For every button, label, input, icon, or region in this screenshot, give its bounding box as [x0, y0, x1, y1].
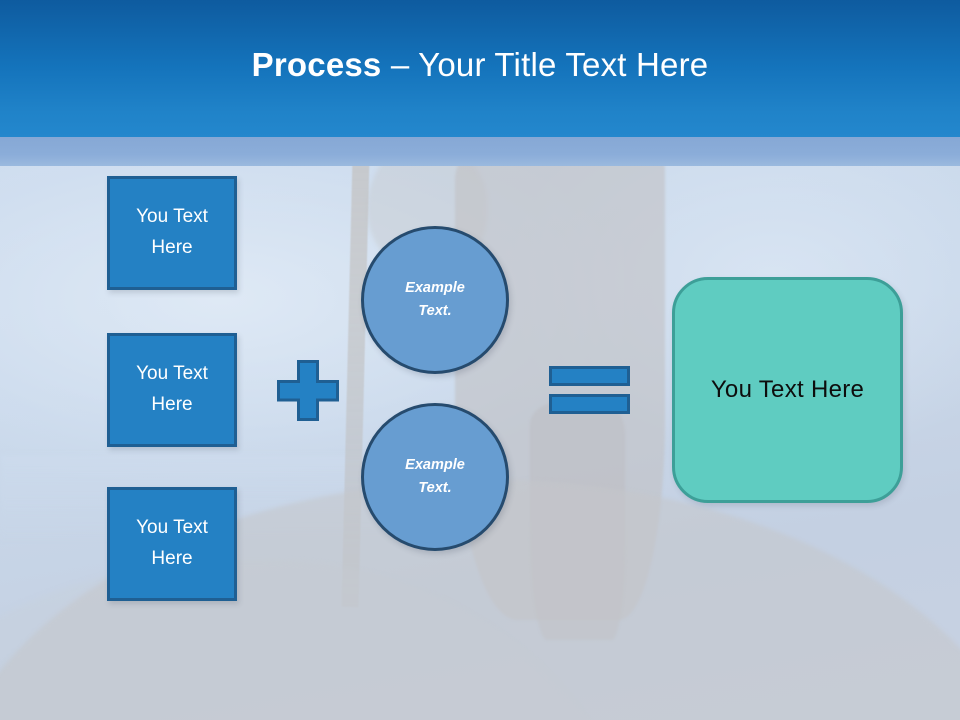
- input-box-3-label: You Text Here: [136, 517, 208, 569]
- page-title-rest: – Your Title Text Here: [381, 46, 709, 83]
- equals-bar-top: [549, 366, 630, 386]
- result-box[interactable]: You Text Here: [672, 277, 903, 503]
- equals-operator-icon: [549, 366, 630, 414]
- page-title-emphasis: Process: [251, 46, 382, 83]
- example-circle-1-label: Example Text.: [405, 279, 465, 319]
- slide-header: Process – Your Title Text Here: [0, 0, 960, 137]
- plus-operator-icon: [277, 360, 339, 421]
- example-circle-1[interactable]: Example Text.: [361, 226, 509, 374]
- example-circle-2[interactable]: Example Text.: [361, 403, 509, 551]
- input-box-1[interactable]: You Text Here: [107, 176, 237, 290]
- result-box-label: You Text Here: [710, 376, 865, 403]
- input-box-3[interactable]: You Text Here: [107, 487, 237, 601]
- input-box-2-label: You Text Here: [136, 363, 208, 415]
- equals-bar-gap: [549, 386, 630, 394]
- equals-bar-bottom: [549, 394, 630, 414]
- input-box-1-label: You Text Here: [136, 206, 208, 258]
- header-accent-band: [0, 137, 960, 166]
- input-box-2[interactable]: You Text Here: [107, 333, 237, 447]
- page-title: Process – Your Title Text Here: [252, 48, 709, 89]
- example-circle-2-label: Example Text.: [405, 456, 465, 496]
